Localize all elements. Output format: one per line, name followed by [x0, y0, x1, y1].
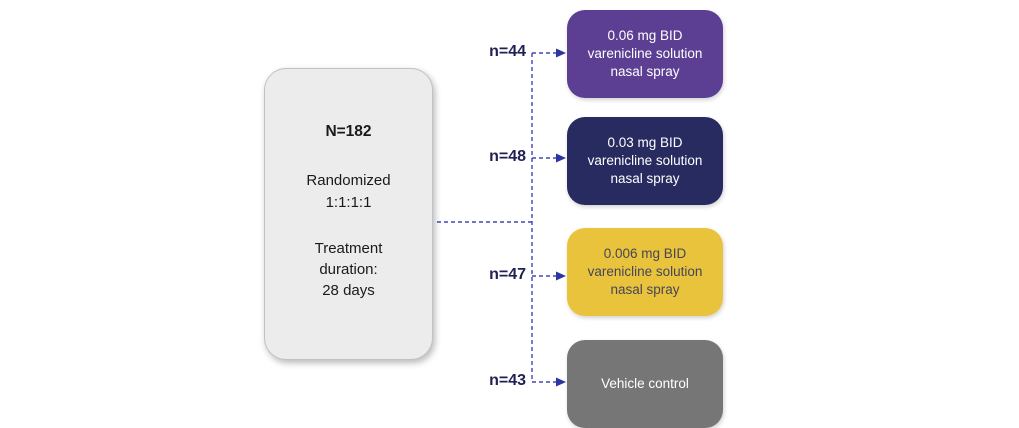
arm-box-0-06mg: 0.06 mg BID varenicline solution nasal s…: [567, 10, 723, 98]
randomized-label: Randomized: [306, 172, 391, 189]
total-enrollment-text: N=182: [325, 123, 372, 140]
arm-arrowhead-3: [556, 377, 566, 387]
randomization-ratio: 1:1:1:1: [325, 194, 372, 211]
duration-line-3: 28 days: [322, 282, 375, 299]
arm-n-label-2: n=47: [489, 266, 526, 283]
arm-box-0-006mg: 0.006 mg BID varenicline solution nasal …: [567, 228, 723, 316]
arm-box-0-text: 0.06 mg BID varenicline solution nasal s…: [587, 28, 703, 79]
treatment-duration-text: Treatment duration: 28 days: [265, 238, 432, 301]
enrollment-box: N=182 Randomized 1:1:1:1 Treatment durat…: [264, 68, 433, 360]
duration-line-2: duration:: [319, 261, 378, 278]
arm-n-label-3: n=43: [489, 372, 526, 389]
arm-box-3-text: Vehicle control: [601, 376, 689, 391]
arm-box-1-text: 0.03 mg BID varenicline solution nasal s…: [587, 135, 703, 186]
arm-box-0-03mg: 0.03 mg BID varenicline solution nasal s…: [567, 117, 723, 205]
randomization-text: Randomized 1:1:1:1: [265, 170, 432, 214]
arm-box-vehicle-control: Vehicle control: [567, 340, 723, 428]
arm-n-label-0: n=44: [489, 43, 526, 60]
duration-line-1: Treatment: [314, 240, 383, 257]
arm-n-label-1: n=48: [489, 148, 526, 165]
arm-arrowhead-2: [556, 271, 566, 281]
arm-arrowhead-1: [556, 153, 566, 163]
arm-box-2-text: 0.006 mg BID varenicline solution nasal …: [587, 246, 703, 297]
arm-arrowhead-0: [556, 48, 566, 58]
